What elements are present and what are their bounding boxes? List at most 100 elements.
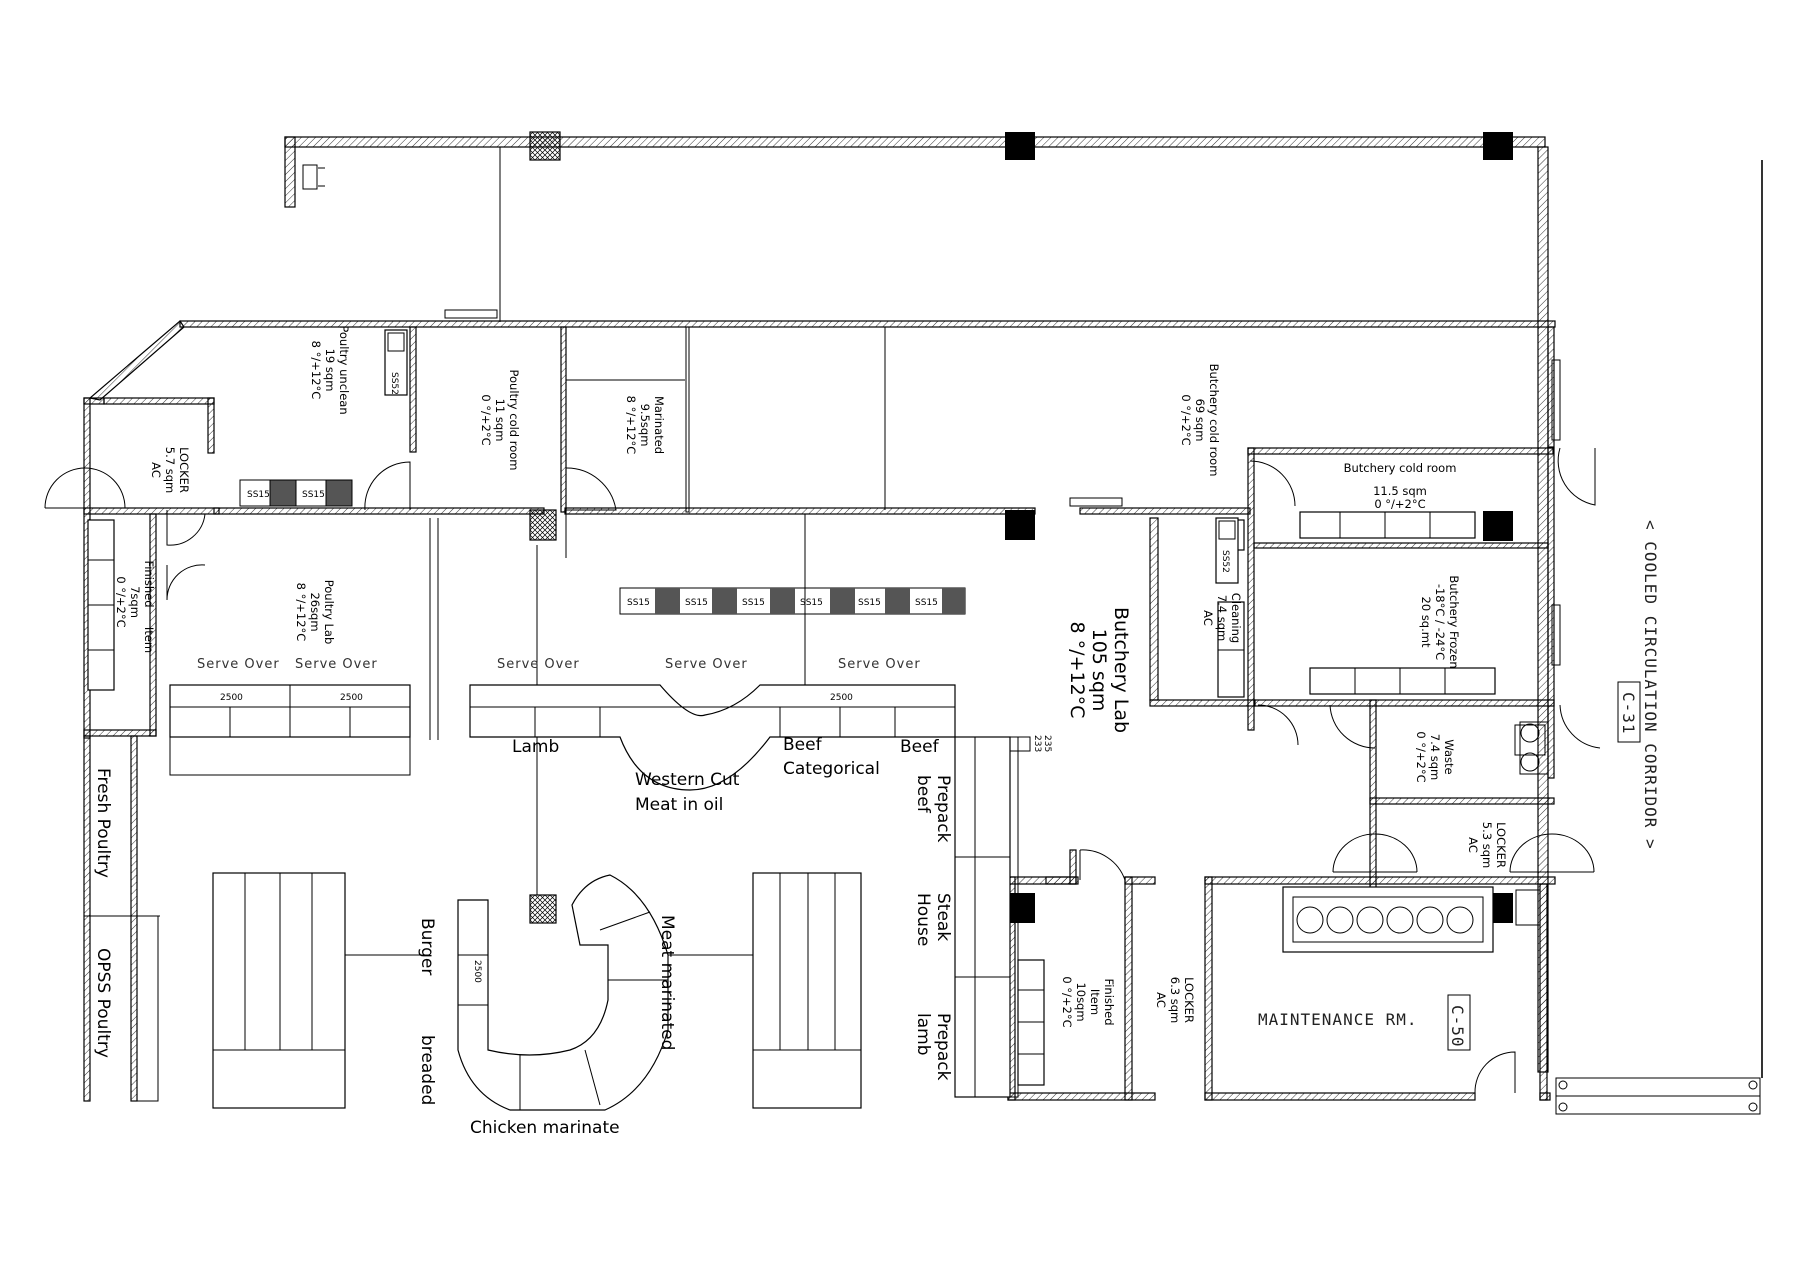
svg-text:7sqm: 7sqm	[128, 586, 142, 618]
svg-text:Item: Item	[1088, 989, 1102, 1015]
svg-text:Marinated: Marinated	[652, 396, 666, 454]
svg-text:0 °/+2°C: 0 °/+2°C	[1179, 394, 1193, 445]
svg-text:6.3 sqm: 6.3 sqm	[1168, 977, 1182, 1023]
dim-label: 2500	[472, 960, 482, 983]
serve-over-counters: 2500 2500 Serve Over Serve Over 2500 Ser…	[169, 514, 1031, 1111]
room-butchery-frozen: Butchery Frozen -18°C / -24°C 20 sq.mt	[1419, 575, 1461, 668]
outer-walls	[284, 131, 1549, 1073]
room-finished-left: Finished Item 7sqm 0 °/+2°C	[114, 560, 156, 653]
room-locker-mid: LOCKER 6.3 sqm AC	[1154, 977, 1196, 1023]
room-cleaning: Cleaning 7.4 sqm AC	[1201, 593, 1243, 643]
svg-text:Steak: Steak	[933, 893, 953, 941]
svg-text:Poultry Lab: Poultry Lab	[322, 580, 336, 645]
code-233: 233	[1032, 735, 1042, 752]
ss15-butchery: SS15 SS15 SS15 SS15 SS15 SS15	[619, 587, 966, 615]
svg-text:7.4 sqm: 7.4 sqm	[1215, 595, 1229, 641]
label-meat-marinated: Meat marinated	[657, 915, 677, 1050]
label-western-cut: Western Cut	[635, 770, 740, 790]
ss52-label: SS52	[389, 372, 399, 395]
svg-text:11 sqm: 11 sqm	[493, 399, 507, 442]
serve-over-label: Serve Over	[497, 657, 580, 672]
ss15-label: SS15	[685, 598, 708, 608]
label-opss-poultry: OPSS Poultry	[93, 948, 113, 1058]
svg-text:Butchery Lab: Butchery Lab	[1110, 607, 1132, 733]
corridor-code: C-31	[1619, 692, 1638, 735]
label-burger: Burger	[417, 918, 437, 975]
label-meat-in-oil: Meat in oil	[635, 795, 723, 815]
svg-text:0 °/+2°C: 0 °/+2°C	[1414, 731, 1428, 782]
room-poultry-cold: Poultry cold room 11 sqm 0 °/+2°C	[479, 369, 521, 470]
label-beef-categorical-1: Beef	[783, 735, 823, 755]
label-breaded: breaded	[417, 1035, 437, 1105]
room-poultry-unclean: Poultry unclean 19 sqm 8 °/+12°C	[309, 325, 351, 414]
svg-text:11.5 sqm: 11.5 sqm	[1373, 484, 1427, 498]
room-labels: Poultry unclean 19 sqm 8 °/+12°C Poultry…	[114, 325, 1508, 1051]
svg-text:Butchery cold room: Butchery cold room	[1207, 364, 1221, 477]
room-maintenance: MAINTENANCE RM.	[1258, 1010, 1418, 1029]
label-chicken-marinate: Chicken marinate	[470, 1118, 620, 1138]
label-prepack-lamb: Prepack lamb	[913, 1013, 953, 1081]
label-steak-house: Steak House	[913, 893, 953, 946]
label-lamb: Lamb	[512, 737, 559, 757]
svg-text:-18°C / -24°C: -18°C / -24°C	[1433, 584, 1447, 660]
serve-over-label: Serve Over	[838, 657, 921, 672]
svg-text:10sqm: 10sqm	[1074, 982, 1088, 1021]
ss15-label: SS15	[858, 598, 881, 608]
serve-over-label: Serve Over	[197, 657, 280, 672]
counter-labels: Lamb Western Cut Meat in oil Beef Catego…	[93, 735, 1052, 1138]
svg-text:8 °/+12°C: 8 °/+12°C	[1066, 622, 1088, 719]
svg-text:69 sqm: 69 sqm	[1193, 399, 1207, 442]
room-walls	[83, 160, 1763, 1115]
label-prepack-beef: Prepack beef	[913, 775, 953, 843]
svg-text:19 sqm: 19 sqm	[323, 349, 337, 392]
label-beef: Beef	[900, 737, 940, 757]
code-235: 235	[1042, 735, 1052, 752]
room-butchery-cold-small: Butchery cold room 11.5 sqm 0 °/+2°C	[1344, 461, 1457, 511]
svg-text:House: House	[913, 893, 933, 946]
svg-text:26sqm: 26sqm	[308, 592, 322, 631]
room-waste: Waste 7.4 sqm 0 °/+2°C	[1414, 731, 1456, 782]
svg-text:9.5sqm: 9.5sqm	[638, 404, 652, 447]
maintenance-code: C-50	[1448, 1005, 1467, 1048]
serve-over-label: Serve Over	[295, 657, 378, 672]
room-locker-left: LOCKER 5.7 sqm AC	[149, 447, 191, 493]
ss15-poultry: SS15 SS15	[239, 479, 353, 507]
ss15-label: SS15	[247, 490, 270, 500]
svg-text:20 sq.mt: 20 sq.mt	[1419, 597, 1433, 648]
svg-text:Item: Item	[142, 627, 156, 653]
svg-text:8 °/+12°C: 8 °/+12°C	[624, 396, 638, 455]
ss15-label: SS15	[627, 598, 650, 608]
ss15-label: SS15	[915, 598, 938, 608]
ss15-label: SS15	[800, 598, 823, 608]
svg-text:Butchery Frozen: Butchery Frozen	[1447, 575, 1461, 668]
room-butchery-lab: Butchery Lab 105 sqm 8 °/+12°C	[1066, 607, 1132, 733]
svg-text:0 °/+2°C: 0 °/+2°C	[479, 394, 493, 445]
label-beef-categorical-2: Categorical	[783, 759, 880, 779]
room-locker-right: LOCKER 5.3 sqm AC	[1466, 822, 1508, 868]
svg-text:AC: AC	[1466, 837, 1480, 853]
svg-text:5.3 sqm: 5.3 sqm	[1480, 822, 1494, 868]
room-butchery-cold-large: Butchery cold room 69 sqm 0 °/+2°C	[1179, 364, 1221, 477]
corridor-label: < COOLED CIRCULATION CORRIDOR >	[1641, 520, 1660, 850]
svg-text:7.4 sqm: 7.4 sqm	[1428, 734, 1442, 780]
svg-text:AC: AC	[1154, 992, 1168, 1008]
svg-text:Butchery cold room: Butchery cold room	[1344, 461, 1457, 475]
svg-text:AC: AC	[1201, 610, 1215, 626]
svg-text:0 °/+2°C: 0 °/+2°C	[1060, 976, 1074, 1027]
doors	[44, 309, 1601, 1094]
svg-text:Finished: Finished	[1102, 978, 1116, 1025]
dim-label: 2500	[830, 693, 853, 703]
room-poultry-lab: Poultry Lab 26sqm 8 °/+12°C	[294, 580, 336, 645]
dim-label: 2500	[220, 693, 243, 703]
svg-text:Cleaning: Cleaning	[1229, 593, 1243, 643]
ss52-sinks: SS52 SS52	[384, 329, 1239, 584]
svg-text:LOCKER: LOCKER	[1494, 822, 1508, 868]
dim-label: 2500	[340, 693, 363, 703]
ss15-label: SS15	[742, 598, 765, 608]
racks	[87, 511, 1549, 1086]
label-fresh-poultry: Fresh Poultry	[93, 768, 113, 878]
svg-text:beef: beef	[913, 775, 933, 814]
room-marinated: Marinated 9.5sqm 8 °/+12°C	[624, 396, 666, 455]
svg-text:8 °/+12°C: 8 °/+12°C	[294, 583, 308, 642]
